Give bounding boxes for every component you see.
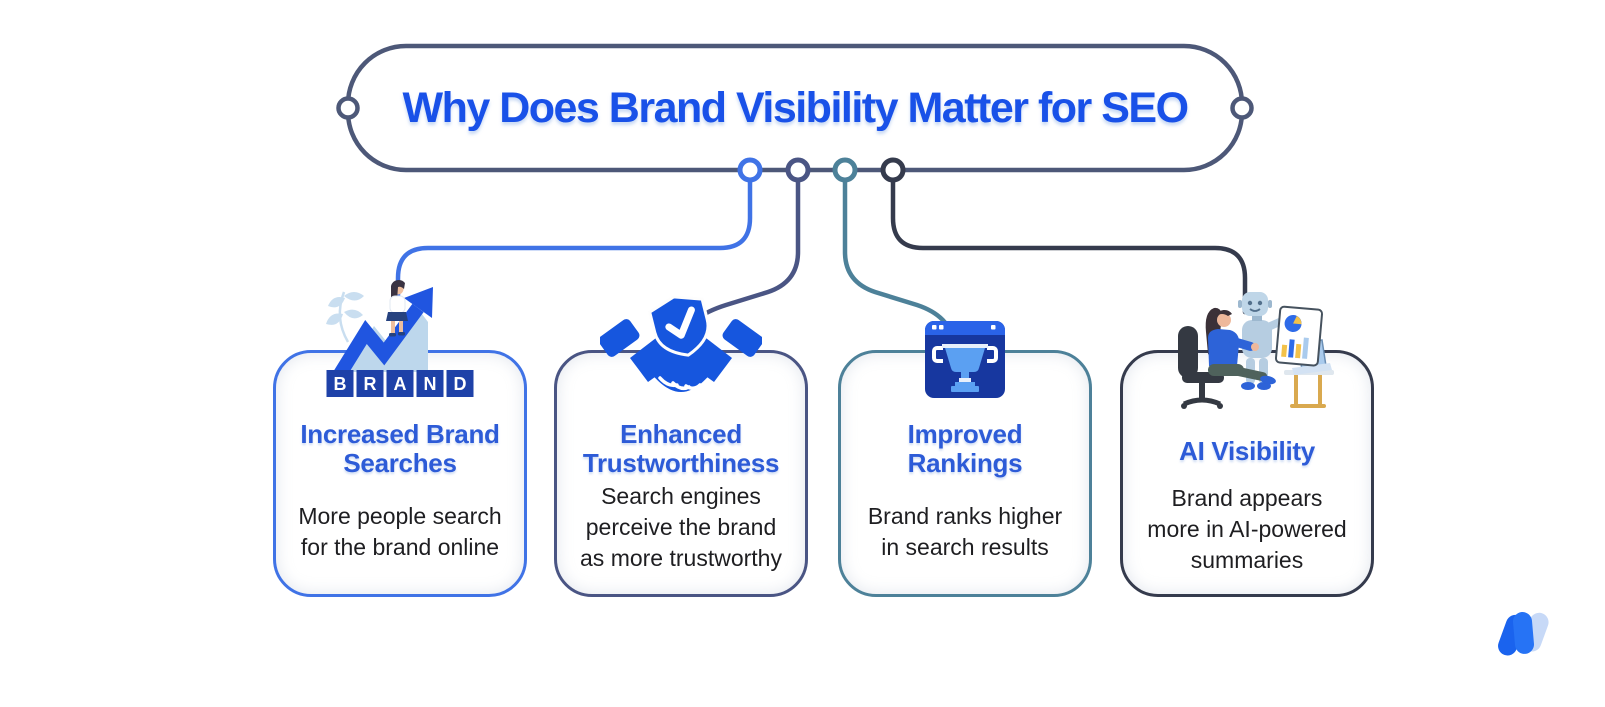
card-title-line: Increased Brand	[300, 419, 500, 449]
branch-node-1	[737, 157, 763, 183]
w-logo-icon	[1498, 612, 1549, 656]
card-title-line: Trustworthiness	[582, 448, 780, 478]
connector-improved-rankings	[842, 167, 956, 345]
chart-board	[1274, 305, 1324, 367]
robot-analyst-illustration	[1178, 292, 1334, 409]
side-table	[1284, 370, 1334, 408]
card-title: AI Visibility	[1123, 437, 1371, 466]
branch-node-4	[880, 157, 906, 183]
card-description: Brand ranks higher in search results	[841, 501, 1089, 563]
card-description-line: Brand appears	[1171, 485, 1323, 511]
connector-ai-visibility	[890, 167, 1248, 315]
page-title: Why Does Brand Visibility Matter for SEO	[402, 83, 1189, 132]
card-ai-visibility: AI Visibility Brand appears more in AI-p…	[1120, 350, 1374, 597]
card-description-line: Brand ranks higher	[867, 503, 1063, 529]
branch-node-3	[832, 157, 858, 183]
trophy-icon	[932, 344, 998, 392]
card-title: Increased Brand Searches	[276, 420, 524, 478]
header-node-left	[336, 96, 360, 120]
card-title: Enhanced Trustworthiness	[557, 420, 805, 478]
card-title-line: Rankings	[907, 448, 1023, 478]
card-description: Search engines perceive the brand as mor…	[557, 481, 805, 574]
card-enhanced-trustworthiness: Enhanced Trustworthiness Search engines …	[554, 350, 808, 597]
brand-letter-blocks: B R A N D	[326, 370, 474, 397]
brand-growth-arrow-illustration: B R A N D	[326, 279, 474, 397]
header-node-right	[1230, 96, 1254, 120]
brand-letter: A	[394, 374, 407, 394]
card-description-line: More people search	[298, 503, 502, 529]
brand-letter: R	[364, 374, 377, 394]
card-title-line: Searches	[343, 448, 457, 478]
brand-letter: D	[454, 374, 467, 394]
card-description: More people search for the brand online	[276, 501, 524, 563]
card-description-line: summaries	[1190, 547, 1304, 573]
handshake-shield-check-icon	[600, 296, 762, 392]
sitting-person-illustration	[386, 279, 408, 337]
browser-top-bar	[925, 321, 1005, 335]
analyst-woman	[1205, 307, 1276, 385]
brand-letter: N	[424, 374, 437, 394]
card-description-line: for the brand online	[300, 534, 500, 560]
card-title-line: Improved	[907, 419, 1023, 449]
card-title: Improved Rankings	[841, 420, 1089, 478]
card-description-line: as more trustworthy	[580, 545, 782, 571]
browser-trophy-icon	[925, 321, 1005, 398]
connector-increased-brand-searches	[395, 167, 753, 305]
card-title-line: Enhanced	[620, 419, 742, 449]
card-description: Brand appears more in AI-powered summari…	[1123, 483, 1371, 576]
card-description-line: in search results	[881, 534, 1049, 560]
branch-node-2	[785, 157, 811, 183]
card-description-line: more in AI-powered	[1147, 516, 1347, 542]
leaf-sprig-icon	[326, 291, 364, 343]
card-description-line: Search engines	[601, 483, 761, 509]
card-description-line: perceive the brand	[585, 514, 777, 540]
shield-check-icon	[648, 296, 710, 357]
card-title-line: AI Visibility	[1179, 436, 1315, 466]
brand-letter: B	[334, 374, 347, 394]
